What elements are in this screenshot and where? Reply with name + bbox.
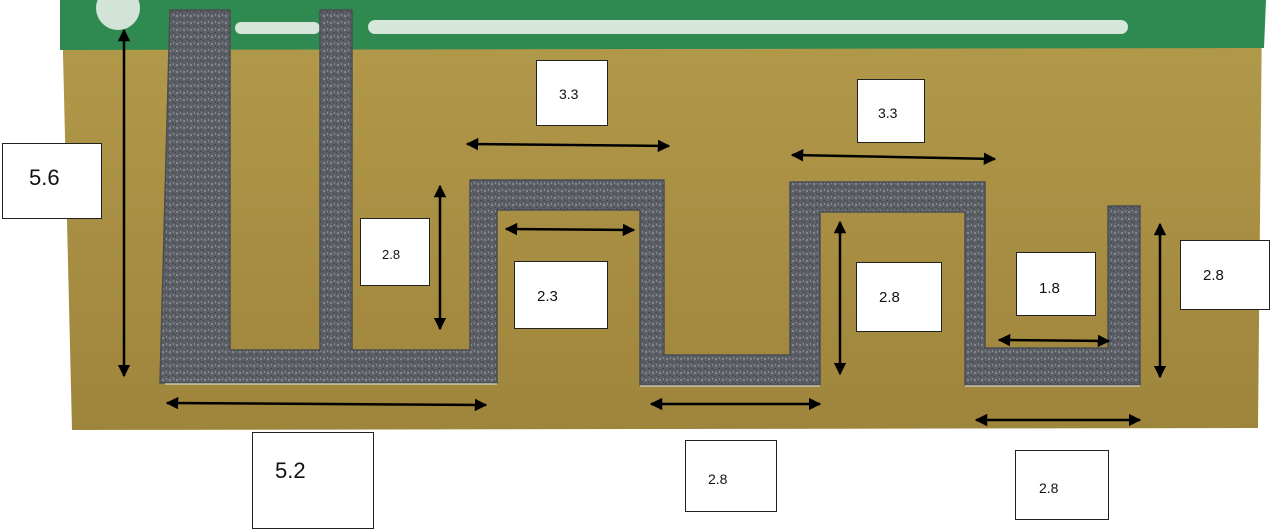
label-bend-height-2: 2.8 [856,262,942,332]
arrow-upper-width-1 [465,137,671,153]
label-upper-width-2: 3.3 [857,79,925,143]
label-inner-width-text: 1.8 [1039,280,1060,297]
label-bottom-width-2: 2.8 [1015,450,1109,520]
label-upper-width-1: 3.3 [536,60,608,126]
label-first-leg-span-text: 5.2 [275,458,306,483]
label-inner-width: 1.8 [1016,252,1096,316]
silkscreen-bar [368,20,1128,34]
antenna-trace [159,9,1141,386]
label-bottom-width-1: 2.8 [685,440,777,512]
label-gap-width-text: 2.3 [537,288,558,305]
label-total-height-text: 5.6 [29,165,60,190]
label-upper-width-2-text: 3.3 [878,105,898,121]
label-first-leg-span: 5.2 [252,432,374,529]
label-bottom-width-2-text: 2.8 [1039,480,1059,496]
label-bend-height-1-text: 2.8 [382,247,401,262]
label-bottom-width-1-text: 2.8 [708,471,728,487]
label-bend-height-3-text: 2.8 [1203,267,1224,284]
arrow-gap-width [504,222,636,237]
label-total-height: 5.6 [2,143,102,219]
arrow-upper-width-2 [790,148,997,166]
silkscreen-bar-small [235,22,320,34]
arrow-first-leg-span [165,396,488,412]
mounting-hole [96,0,140,30]
label-bend-height-2-text: 2.8 [879,289,900,306]
label-upper-width-1-text: 3.3 [559,86,579,102]
dimension-arrows [117,28,1167,427]
label-bend-height-1: 2.8 [360,218,430,286]
label-bend-height-3: 2.8 [1180,240,1270,310]
arrow-inner-width [997,333,1111,348]
label-gap-width: 2.3 [514,261,608,329]
